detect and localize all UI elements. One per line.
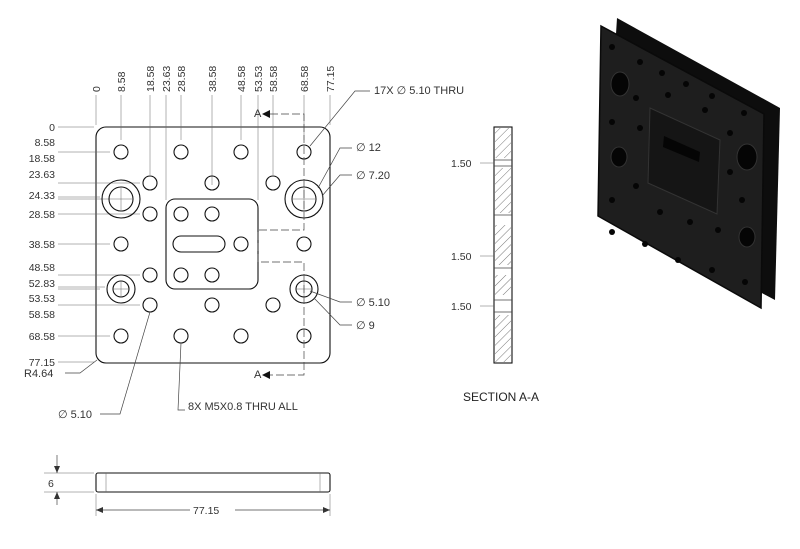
callout-m5-thru: 8X M5X0.8 THRU ALL [188, 401, 298, 413]
callout-dia-12: ∅ 12 [356, 142, 381, 154]
left-dim-11: 68.58 [29, 331, 55, 343]
isometric-render [597, 18, 780, 310]
front-view: A A 0 8.58 18.58 23.63 28.58 38.58 48.58… [24, 66, 464, 421]
side-thickness: 6 [48, 478, 54, 490]
thru-holes [113, 144, 312, 344]
left-dim-3: 23.63 [29, 169, 55, 181]
left-dim-9: 53.53 [29, 293, 55, 305]
callout-dia-7-20: ∅ 7.20 [356, 170, 390, 182]
top-dim-9: 68.58 [299, 66, 311, 92]
callout-dia-5-10-left: ∅ 5.10 [58, 409, 92, 421]
section-letter-bottom: A [254, 369, 262, 381]
top-dim-8: 58.58 [268, 66, 280, 92]
left-dim-1: 8.58 [35, 137, 56, 149]
section-line [257, 110, 305, 379]
top-dim-0: 0 [91, 86, 103, 92]
top-dim-5: 38.58 [207, 66, 219, 92]
left-dim-7: 48.58 [29, 262, 55, 274]
section-dim-2: 1.50 [451, 301, 472, 313]
left-dim-2: 18.58 [29, 153, 55, 165]
left-extension-lines [58, 126, 140, 363]
left-dimension-labels: 0 8.58 18.58 23.63 24.33 28.58 38.58 48.… [29, 122, 55, 369]
top-extension-lines [95, 95, 331, 200]
top-dim-10: 77.15 [325, 66, 337, 92]
left-dim-12: 77.15 [29, 357, 55, 369]
section-letter-top: A [254, 108, 262, 120]
left-dim-6: 38.58 [29, 239, 55, 251]
left-dim-0: 0 [49, 122, 55, 134]
plate-outline [95, 126, 331, 364]
center-marks [110, 188, 315, 297]
center-slot [172, 235, 226, 253]
left-dim-8: 52.83 [29, 278, 55, 290]
side-width: 77.15 [193, 505, 219, 517]
top-dim-1: 8.58 [116, 71, 128, 92]
side-view: 6 77.15 [44, 455, 331, 517]
section-view: 1.50 1.50 1.50 SECTION A-A [451, 126, 539, 404]
top-dim-4: 28.58 [176, 66, 188, 92]
left-dim-5: 28.58 [29, 209, 55, 221]
callout-17x-thru: 17X ∅ 5.10 THRU [374, 85, 464, 97]
center-pocket [165, 198, 259, 290]
top-dim-3: 23.63 [161, 66, 173, 92]
callout-dia-9: ∅ 9 [356, 320, 375, 332]
section-dim-1: 1.50 [451, 251, 472, 263]
callout-radius: R4.64 [24, 368, 53, 380]
section-title: SECTION A-A [463, 390, 539, 404]
left-dim-4: 24.33 [29, 190, 55, 202]
callout-dia-5-10-right: ∅ 5.10 [356, 297, 390, 309]
top-dim-7: 53.53 [253, 66, 265, 92]
section-dim-0: 1.50 [451, 158, 472, 170]
top-dimension-labels: 0 8.58 18.58 23.63 28.58 38.58 48.58 53.… [91, 66, 337, 92]
leader-lines [65, 90, 370, 415]
left-dim-10: 58.58 [29, 309, 55, 321]
top-dim-2: 18.58 [145, 66, 157, 92]
top-dim-6: 48.58 [236, 66, 248, 92]
